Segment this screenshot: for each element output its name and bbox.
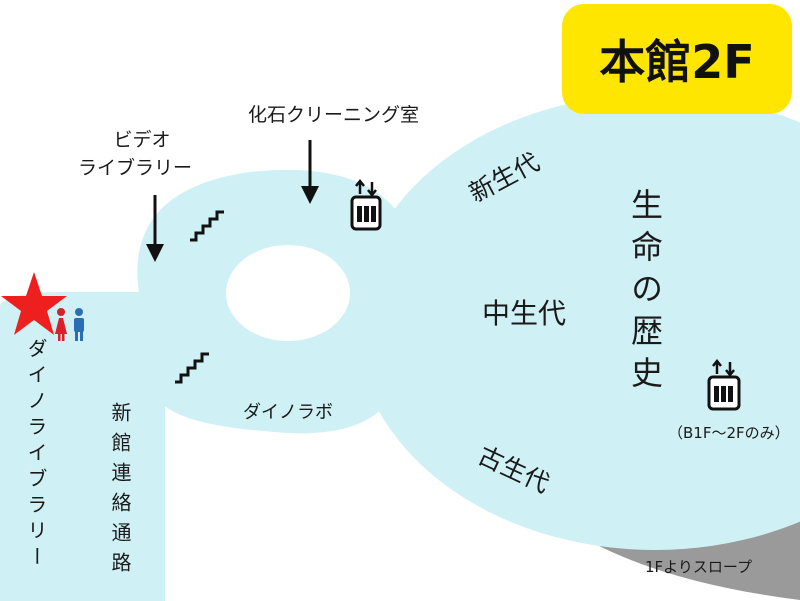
video-library-line2: ライブラリー xyxy=(78,157,193,179)
dino-lab-label: ダイノラボ xyxy=(243,402,333,423)
stairs-icon xyxy=(175,352,209,384)
dino-library-label: ダイノライブラリー xyxy=(24,338,48,572)
stairs-icon xyxy=(190,210,224,242)
slope-label: 1Fよりスロープ xyxy=(645,558,752,576)
annex-corridor-area xyxy=(0,292,165,601)
arrow-down-icon xyxy=(301,140,319,204)
arrow-down-icon xyxy=(146,195,164,262)
elevator-icon xyxy=(707,358,741,411)
main-hall-area xyxy=(355,94,800,550)
floor-title-badge: 本館2F xyxy=(562,4,792,114)
restroom-icon xyxy=(55,308,84,341)
fossil-cleaning-label: 化石クリーニング室 xyxy=(248,104,420,126)
star-icon xyxy=(1,272,67,335)
history-of-life-label: 生命の歴史 xyxy=(626,188,664,398)
video-library-label: ビデオ ライブラリー xyxy=(78,126,192,182)
elevator-icon xyxy=(350,178,382,231)
elevator-note-label: （B1F～2Fのみ） xyxy=(668,424,790,442)
floor-title: 本館2F xyxy=(599,35,755,89)
video-library-line1: ビデオ xyxy=(113,129,171,151)
annex-corridor-label: 新館連絡通路 xyxy=(108,402,132,582)
courtyard xyxy=(226,245,350,341)
mesozoic-label: 中生代 xyxy=(482,297,567,330)
